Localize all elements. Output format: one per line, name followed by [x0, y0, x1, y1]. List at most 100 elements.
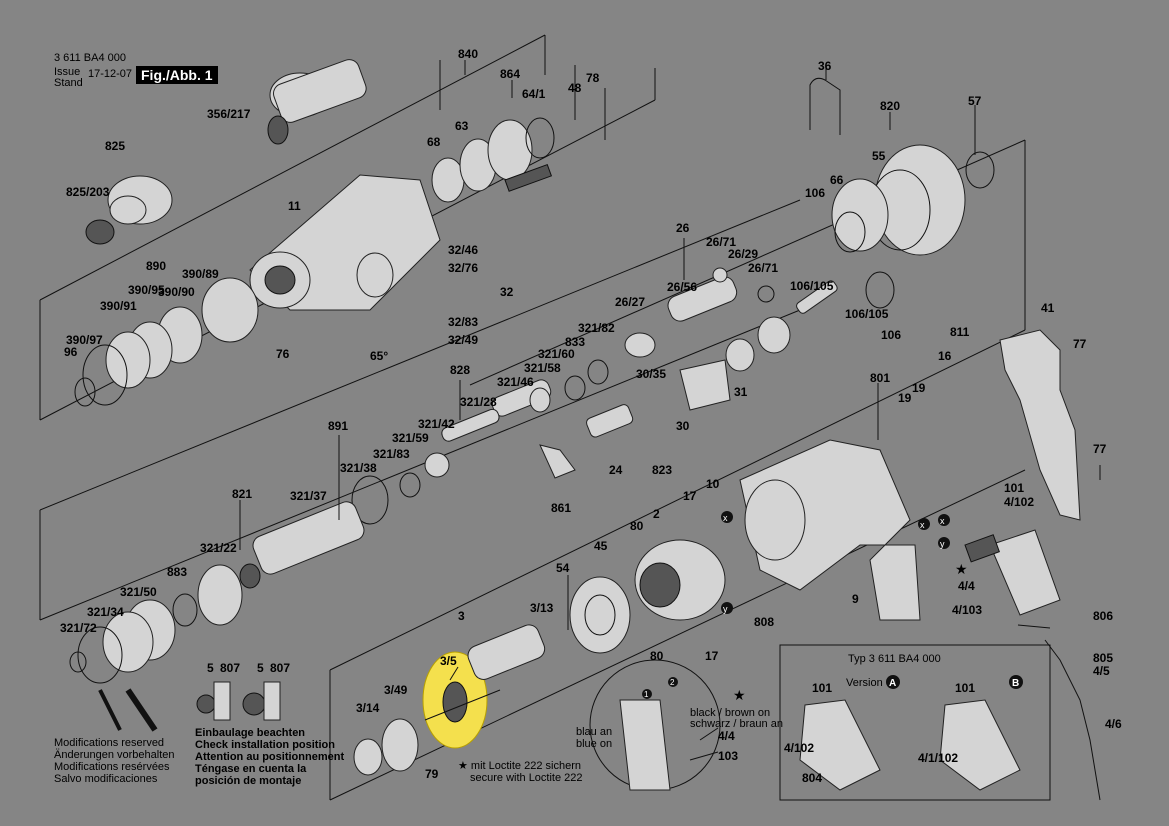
marker-typ-b: B	[1009, 675, 1023, 689]
issue-label: Issue	[54, 66, 81, 78]
washer-3-14	[353, 718, 419, 776]
svg-text:2: 2	[670, 678, 675, 687]
part-label: 321/22	[200, 541, 237, 555]
part-label: 68	[427, 135, 441, 149]
svg-text:1: 1	[644, 690, 649, 699]
part-label: 19	[898, 391, 912, 405]
part-label: 390/90	[158, 285, 195, 299]
typ-version: Version	[846, 677, 883, 689]
part-label: 106	[881, 328, 901, 342]
part-label: 9	[852, 592, 859, 606]
chuck-825	[85, 175, 173, 245]
wiring-strip	[619, 699, 671, 791]
marker-x2: x	[918, 518, 930, 530]
part-label: 321/38	[340, 461, 377, 475]
part-label: 4/6	[1105, 717, 1122, 731]
part-label: 64/1	[522, 87, 546, 101]
part-label: 828	[450, 363, 470, 377]
part-label: 31	[734, 385, 748, 399]
part-label: 26/56	[667, 280, 697, 294]
part-label: 5	[257, 661, 264, 675]
part-label: 4/102	[1004, 495, 1034, 509]
svg-text:y: y	[723, 604, 728, 614]
part-label: 78	[586, 71, 600, 85]
part-label: 26/71	[706, 235, 736, 249]
part-label: 811	[950, 325, 970, 339]
part-label: 30	[676, 419, 690, 433]
part-label: 3/13	[530, 601, 554, 615]
spring-106	[796, 271, 895, 314]
part-label: 321/72	[60, 621, 97, 635]
svg-text:A: A	[889, 678, 896, 689]
part-label: 101	[1004, 481, 1024, 495]
svg-text:B: B	[1012, 678, 1019, 689]
part-label: 36	[818, 59, 832, 73]
part-label: 4/103	[952, 603, 982, 617]
part-label: 76	[276, 347, 290, 361]
part-label: 26	[676, 221, 690, 235]
part-label: 823	[652, 463, 672, 477]
wiring-black-brown: black / brown on	[690, 707, 770, 719]
install-sample-1	[196, 681, 231, 721]
part-label: 106/105	[790, 279, 834, 293]
switch-assembly	[964, 529, 1061, 616]
part-label: 4/5	[1093, 664, 1110, 678]
part-label: 321/50	[120, 585, 157, 599]
part-label: 32/49	[448, 333, 478, 347]
marker-y1: y	[721, 602, 733, 614]
striker-shaft	[424, 379, 634, 479]
part-label: 57	[968, 94, 982, 108]
wobble-30	[679, 316, 791, 411]
typ-804: 804	[802, 771, 822, 785]
part-label: 807	[220, 661, 240, 675]
part-label: 79	[425, 767, 439, 781]
modifications-note: Modifications reserved Änderungen vorbeh…	[54, 737, 175, 785]
part-label: 806	[1093, 609, 1113, 623]
part-label: 48	[568, 81, 582, 95]
part-label: 96	[64, 345, 78, 359]
part-label: 77	[1073, 337, 1087, 351]
typ-41102: 4/1/102	[918, 751, 958, 765]
part-label: 24	[609, 463, 623, 477]
svg-text:x: x	[920, 520, 925, 530]
part-label: 103	[718, 749, 738, 763]
piston-26	[624, 267, 775, 358]
wiring-blue: blue on	[576, 738, 612, 750]
issue-date: 17-12-07	[88, 68, 133, 80]
stand-label: Stand	[54, 77, 83, 89]
part-label: 864	[500, 67, 520, 81]
part-label: 106	[805, 186, 825, 200]
part-label: 66	[830, 173, 844, 187]
install-sample-2	[242, 681, 281, 721]
bracket-36	[809, 77, 841, 135]
part-label: 3	[458, 609, 465, 623]
part-label: 821	[232, 487, 252, 501]
part-label: 77	[1093, 442, 1107, 456]
part-label: 32/76	[448, 261, 478, 275]
part-label: 26/27	[615, 295, 645, 309]
part-label: 5	[207, 661, 214, 675]
drill-bits	[98, 688, 158, 732]
part-label: 833	[565, 335, 585, 349]
part-label: 4/4	[718, 729, 735, 743]
typ-101b: 101	[955, 681, 975, 695]
part-label: 390/89	[182, 267, 219, 281]
part-label: 840	[458, 47, 478, 61]
part-label: 321/28	[460, 395, 497, 409]
loctite-note: ★ mit Loctite 222 sichern secure with Lo…	[458, 760, 583, 784]
part-label: 820	[880, 99, 900, 113]
typ-101a: 101	[812, 681, 832, 695]
part-label: 41	[1041, 301, 1055, 315]
part-label: 54	[556, 561, 570, 575]
part-label: 890	[146, 259, 166, 273]
part-label: 321/37	[290, 489, 327, 503]
gear-assembly-864	[431, 117, 555, 203]
typ-4102: 4/102	[784, 741, 814, 755]
star-icon: ★	[955, 562, 968, 578]
typ-version-a	[799, 699, 881, 791]
part-label: 808	[754, 615, 774, 629]
part-label: 17	[705, 649, 719, 663]
install-note: Einbaulage beachten Check installation p…	[195, 727, 345, 787]
part-label: 26/29	[728, 247, 758, 261]
